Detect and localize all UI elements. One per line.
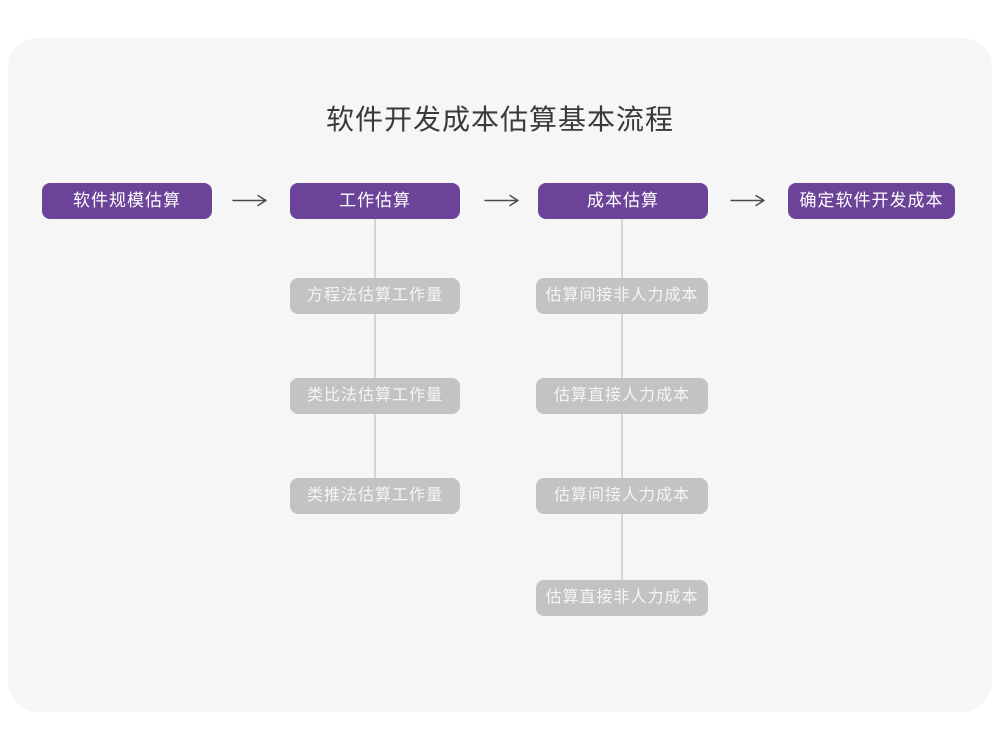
right-arrow-icon [730, 194, 765, 207]
stage-node-cost-estimation: 成本估算 [538, 183, 708, 219]
connector-line-work-estimation [374, 219, 376, 480]
right-arrow-icon [484, 194, 519, 207]
stage-node-work-estimation: 工作估算 [290, 183, 460, 219]
substep-node-indirect-nonlabor-cost: 估算间接非人力成本 [536, 278, 708, 314]
substep-node-analogy-method: 类比法估算工作量 [290, 378, 460, 414]
substep-node-equation-method: 方程法估算工作量 [290, 278, 460, 314]
stage-node-determine-dev-cost: 确定软件开发成本 [788, 183, 955, 219]
substep-node-indirect-labor-cost: 估算间接人力成本 [536, 478, 708, 514]
substep-node-direct-labor-cost: 估算直接人力成本 [536, 378, 708, 414]
substep-node-direct-nonlabor-cost: 估算直接非人力成本 [536, 580, 708, 616]
right-arrow-icon [232, 194, 267, 207]
stage-node-software-scale-estimation: 软件规模估算 [42, 183, 212, 219]
diagram-title: 软件开发成本估算基本流程 [325, 104, 674, 135]
substep-node-extrapolation-method: 类推法估算工作量 [290, 478, 460, 514]
diagram-card [8, 38, 992, 712]
